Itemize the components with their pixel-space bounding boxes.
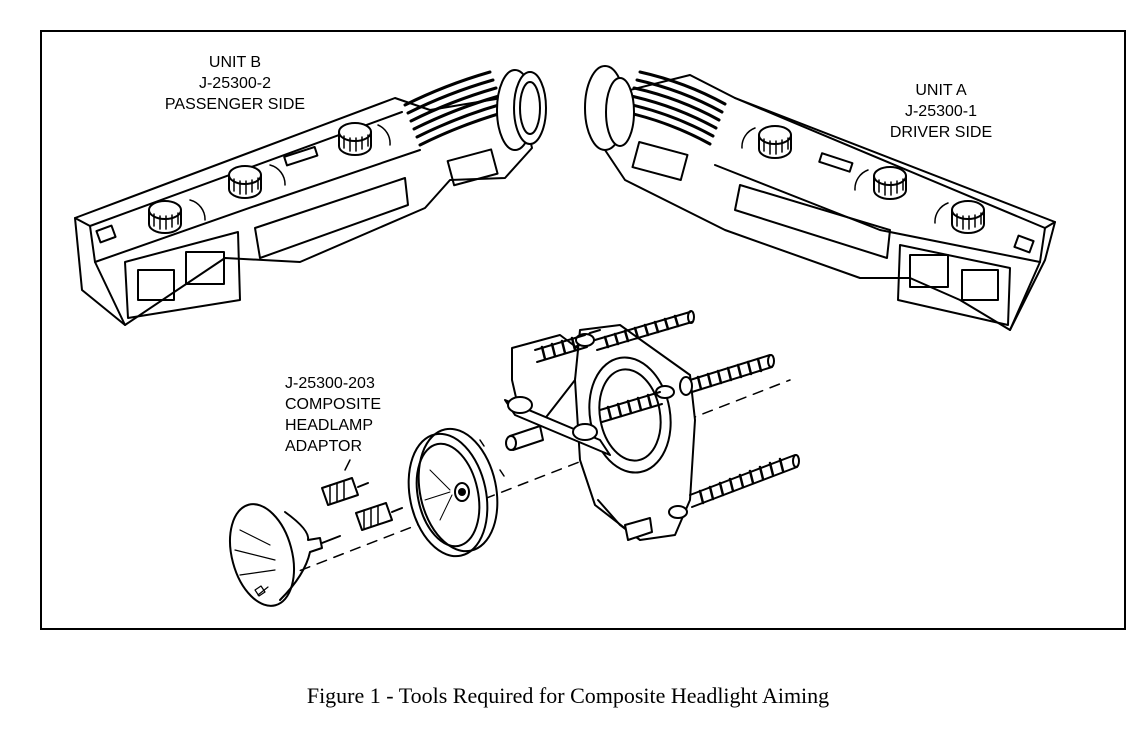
adaptor-leader-line [344, 459, 351, 471]
adaptor-line-4: ADAPTOR [285, 438, 363, 455]
unit-a-slot [818, 152, 854, 173]
figure-frame [40, 30, 1126, 630]
threaded-rod-top [594, 310, 695, 351]
bracket-screw-lower [624, 517, 653, 541]
unit-b-indicator [95, 224, 117, 244]
unit-a-aimer [584, 65, 1056, 331]
unit-a-eyepiece [584, 65, 635, 151]
threaded-rod-left [534, 334, 588, 363]
unit-a-label: UNIT A J-25300-1 DRIVER SIDE [856, 80, 1026, 143]
figure-caption: Figure 1 - Tools Required for Composite … [306, 683, 830, 708]
unit-a-indicator [1013, 234, 1035, 254]
unit-a-window [734, 184, 891, 259]
unit-a-body [604, 74, 1056, 331]
unit-a-side-slot [631, 140, 689, 182]
unit-b-window [254, 177, 409, 259]
threaded-rod-center [599, 391, 663, 423]
unit-b-aimer [74, 69, 547, 326]
unit-b-name: UNIT B [208, 54, 262, 71]
connector-upper [321, 477, 369, 506]
unit-b-knob-1 [148, 200, 182, 234]
unit-b-body [74, 94, 533, 326]
unit-b-eyepiece [496, 69, 547, 151]
unit-a-part-number: J-25300-1 [904, 103, 978, 120]
threaded-rod-middle [679, 354, 775, 396]
adaptor-label: J-25300-203 COMPOSITE HEADLAMP ADAPTOR [285, 373, 381, 457]
unit-b-slot [283, 145, 319, 167]
unit-a-knob-2 [873, 166, 907, 200]
adaptor-line-3: HEADLAMP [285, 417, 374, 434]
unit-a-name: UNIT A [915, 82, 967, 99]
unit-b-label: UNIT B J-25300-2 PASSENGER SIDE [140, 52, 330, 115]
connector-lower [355, 502, 403, 531]
unit-b-knob-2 [228, 165, 262, 199]
adaptor-line-2: COMPOSITE [285, 396, 382, 413]
lens-adaptor [407, 427, 505, 558]
unit-b-grip-ribs [403, 70, 507, 147]
adaptor-part-number: J-25300-203 [285, 375, 375, 392]
unit-a-knob-1 [758, 125, 792, 159]
unit-b-panel [124, 231, 241, 319]
unit-a-knob-3 [951, 200, 985, 234]
unit-b-side-slot [446, 148, 499, 187]
unit-a-side: DRIVER SIDE [889, 124, 993, 141]
headlamp-bulb [229, 503, 341, 607]
threaded-rod-bottom [689, 454, 800, 508]
unit-a-panel [897, 244, 1011, 326]
unit-b-part-number: J-25300-2 [198, 75, 272, 92]
mounting-bracket [504, 324, 696, 541]
assembly-centerline [249, 379, 791, 591]
unit-b-side: PASSENGER SIDE [164, 96, 306, 113]
unit-b-knob-3 [338, 122, 372, 156]
unit-a-grip-ribs [623, 70, 727, 146]
